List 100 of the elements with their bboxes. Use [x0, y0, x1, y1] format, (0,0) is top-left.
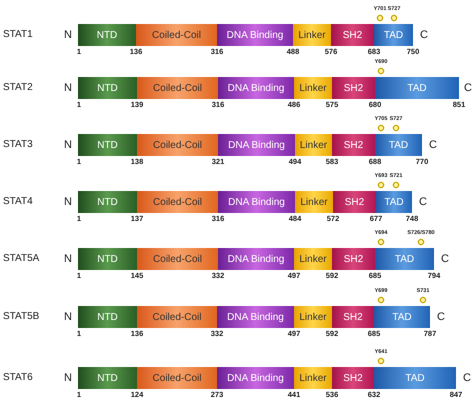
- domain-segment: [294, 367, 332, 389]
- domain-label: NTD: [97, 82, 118, 94]
- domain-label: NTD: [97, 254, 118, 264]
- domain-label: DNA Binding: [228, 254, 284, 264]
- protein-name: STAT2: [3, 83, 33, 93]
- domain-label: TAD: [384, 30, 404, 40]
- domain-label: SH2: [344, 254, 364, 264]
- domain-segment: [137, 134, 218, 156]
- domain-label: SH2: [343, 312, 363, 322]
- domain-segment: [332, 306, 374, 328]
- domain-segment: [218, 191, 295, 213]
- domain-label: DNA Binding: [227, 372, 284, 384]
- domain-label: Coiled-Coil: [153, 254, 202, 264]
- domain-label: Coiled-Coil: [153, 140, 202, 150]
- terminus-label: C: [420, 30, 428, 41]
- domain-label: TAD: [407, 82, 427, 94]
- domain-label: NTD: [97, 196, 118, 208]
- domain-segment: [78, 24, 136, 46]
- terminus-label: C: [441, 254, 449, 265]
- domain-segment: [375, 248, 434, 270]
- domain-label: DNA Binding: [227, 312, 284, 322]
- domain-label: TAD: [405, 372, 425, 384]
- domain-segment: [295, 134, 332, 156]
- terminus-label: N: [64, 83, 72, 94]
- protein-name: STAT6: [3, 373, 33, 383]
- domain-segment: [294, 306, 332, 328]
- protein-name: STAT5B: [3, 312, 40, 322]
- domain-segment: [374, 367, 456, 389]
- domain-segment: [294, 77, 332, 99]
- domain-segment: [78, 306, 137, 328]
- domain-segment: [375, 134, 422, 156]
- terminus-label: C: [464, 83, 472, 94]
- domain-segment: [137, 77, 218, 99]
- protein-name: STAT5A: [3, 254, 40, 264]
- domain-label: Coiled-Coil: [153, 196, 202, 208]
- domain-segment: [295, 191, 333, 213]
- protein-name: STAT1: [3, 30, 33, 40]
- domain-label: SH2: [344, 196, 364, 208]
- domain-label: NTD: [97, 312, 118, 322]
- domain-segment: [332, 134, 375, 156]
- terminus-label: N: [64, 30, 72, 41]
- domain-label: Coiled-Coil: [152, 372, 202, 384]
- domain-label: SH2: [344, 140, 364, 150]
- domain-label: NTD: [97, 140, 118, 150]
- domain-label: TAD: [394, 254, 414, 264]
- domain-label: Coiled-Coil: [152, 312, 202, 322]
- domain-label: NTD: [96, 30, 118, 40]
- domain-segment: [218, 77, 294, 99]
- terminus-label: C: [419, 197, 427, 208]
- terminus-label: C: [437, 312, 445, 323]
- domain-segment: [217, 367, 294, 389]
- terminus-label: N: [64, 373, 72, 384]
- domain-segment: [137, 191, 218, 213]
- protein-name: STAT4: [3, 197, 33, 207]
- terminus-label: N: [64, 254, 72, 265]
- domain-segment: [332, 367, 374, 389]
- domain-label: TAD: [388, 140, 408, 150]
- domain-segment: [217, 24, 293, 46]
- domain-label: DNA Binding: [226, 30, 284, 40]
- terminus-label: C: [463, 373, 471, 384]
- domain-label: SH2: [342, 30, 362, 40]
- domain-label: Linker: [299, 372, 327, 384]
- domain-segment: [331, 24, 374, 46]
- domain-segment: [375, 77, 459, 99]
- domain-segment: [217, 306, 294, 328]
- terminus-label: C: [429, 140, 437, 151]
- domain-segment: [137, 367, 217, 389]
- domain-segment: [137, 248, 218, 270]
- domain-segment: [78, 367, 137, 389]
- domain-segment: [218, 248, 294, 270]
- domain-segment: [78, 248, 137, 270]
- domain-label: DNA Binding: [228, 82, 284, 94]
- protein-name: STAT3: [3, 140, 33, 150]
- domain-segment: [136, 24, 217, 46]
- domain-label: Linker: [298, 30, 326, 40]
- domain-segment: [294, 248, 332, 270]
- domain-segment: [374, 24, 413, 46]
- domain-label: DNA Binding: [228, 196, 285, 208]
- domain-segment: [218, 134, 295, 156]
- domain-label: TAD: [384, 196, 404, 208]
- domain-label: DNA Binding: [228, 140, 285, 150]
- domain-label: Coiled-Coil: [153, 82, 202, 94]
- domain-label: Linker: [300, 196, 328, 208]
- domain-label: SH2: [343, 372, 363, 384]
- domain-segment: [137, 306, 217, 328]
- domain-label: NTD: [97, 372, 118, 384]
- domain-label: Coiled-Coil: [152, 30, 201, 40]
- domain-label: Linker: [300, 140, 328, 150]
- domain-segment: [78, 77, 137, 99]
- domain-label: Linker: [299, 82, 327, 94]
- domain-segment: [332, 77, 375, 99]
- domain-segment: [332, 248, 375, 270]
- domain-segment: [376, 191, 412, 213]
- terminus-label: N: [64, 140, 72, 151]
- domain-segment: [78, 191, 137, 213]
- domain-segment: [78, 134, 137, 156]
- domain-label: TAD: [392, 312, 412, 322]
- domain-segment: [333, 191, 376, 213]
- domain-segment: [293, 24, 331, 46]
- terminus-label: N: [64, 312, 72, 323]
